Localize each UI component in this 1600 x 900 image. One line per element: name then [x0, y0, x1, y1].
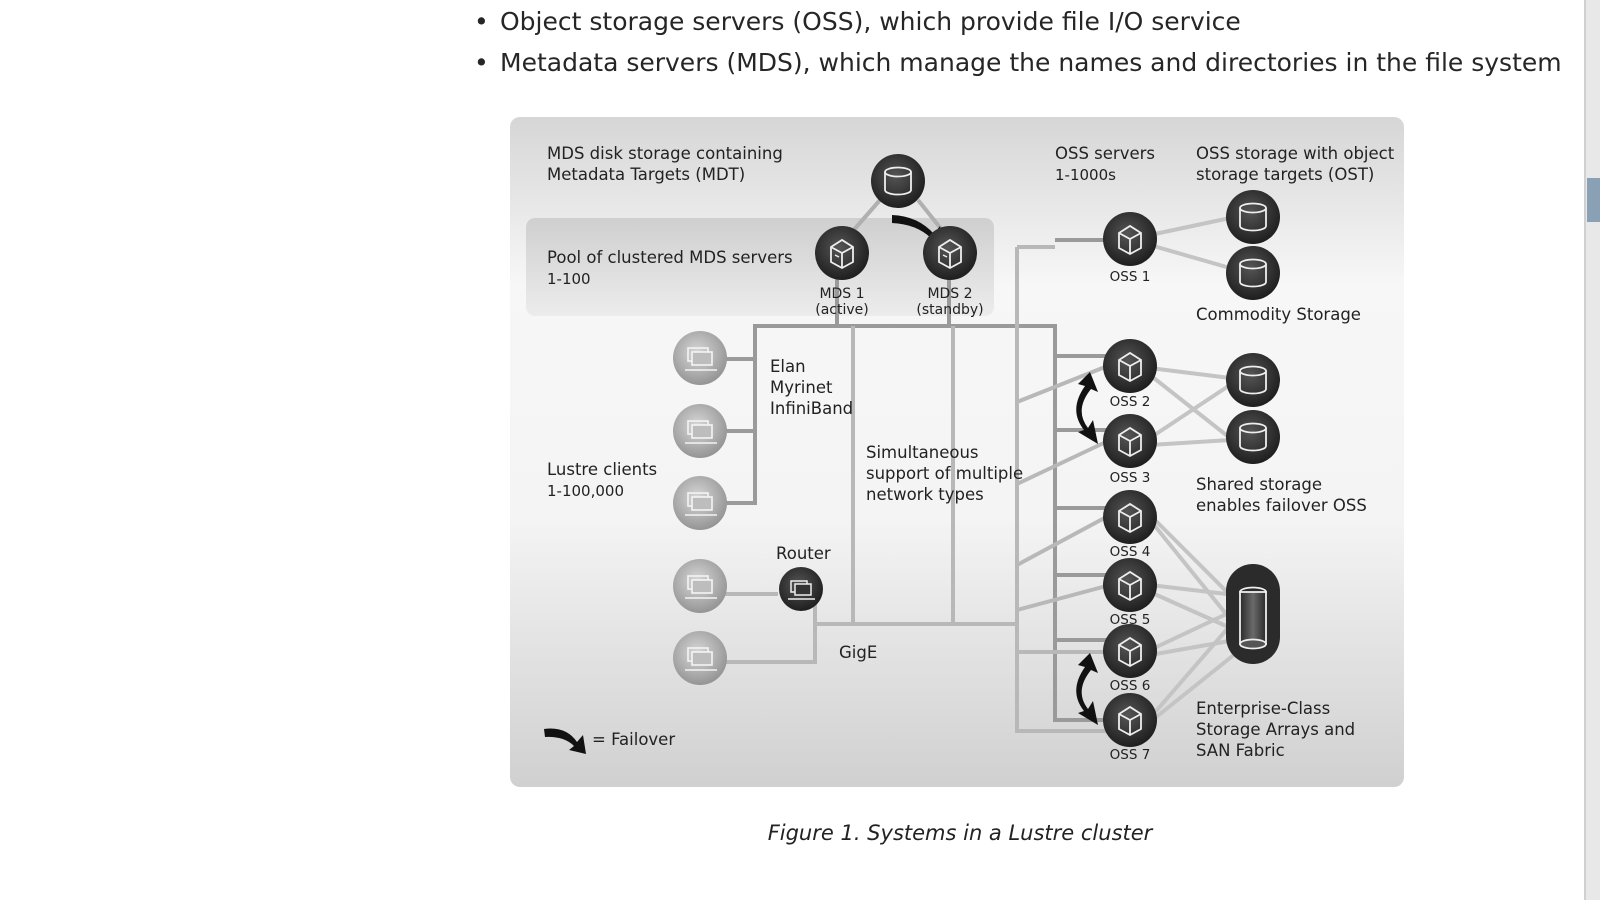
router-label: Router	[776, 544, 831, 563]
enterprise-label-2: Storage Arrays and	[1196, 720, 1355, 739]
shared-label-1: Shared storage	[1196, 475, 1322, 494]
enterprise-label-3: SAN Fabric	[1196, 741, 1285, 760]
oss2-oss3-failover-arrow	[1076, 372, 1098, 444]
oss6-label: OSS 6	[1110, 678, 1151, 694]
mds2-label-1: MDS 2	[927, 286, 972, 302]
mds-storage-label-2: Metadata Targets (MDT)	[547, 165, 745, 184]
mds-pool-box	[526, 218, 994, 316]
commodity-disk-2-icon	[1226, 246, 1280, 300]
oss4-server-icon	[1103, 490, 1157, 544]
network-label-2: Myrinet	[770, 378, 833, 397]
oss6-oss7-failover-arrow	[1076, 653, 1098, 725]
bullet-item-oss: Object storage servers (OSS), which prov…	[470, 8, 1562, 49]
pool-label-2: 1-100	[547, 270, 591, 288]
diagram-labels: MDS disk storage containing Metadata Tar…	[547, 144, 1395, 763]
figure-caption: Figure 1. Systems in a Lustre cluster	[767, 821, 1153, 845]
mds2-label-2: (standby)	[916, 302, 983, 318]
network-label-1: Elan	[770, 357, 806, 376]
gige-links	[725, 245, 1111, 733]
clients-label-2: 1-100,000	[547, 482, 624, 500]
enterprise-array-icon	[1226, 564, 1280, 664]
mds-storage-label-1: MDS disk storage containing	[547, 144, 783, 163]
client-1-icon	[673, 331, 727, 385]
oss6-server-icon	[1103, 624, 1157, 678]
oss3-label: OSS 3	[1110, 470, 1151, 486]
scrollbar-edge	[1584, 0, 1586, 900]
oss4-label: OSS 4	[1110, 544, 1151, 560]
oss-server-icons	[1103, 212, 1157, 747]
mds2-server-icon	[923, 226, 977, 280]
enterprise-label-1: Enterprise-Class	[1196, 699, 1330, 718]
mdt-disk-icon	[871, 154, 925, 208]
bullet-item-mds: Metadata servers (MDS), which manage the…	[470, 49, 1562, 90]
oss1-server-icon	[1103, 212, 1157, 266]
failover-legend-arrow	[544, 728, 586, 754]
shared-disk-1-icon	[1226, 353, 1280, 407]
oss5-server-icon	[1103, 558, 1157, 612]
oss2-server-icon	[1103, 339, 1157, 393]
gige-label: GigE	[839, 643, 877, 662]
ost-disk-icons	[1226, 190, 1280, 464]
client-3-icon	[673, 476, 727, 530]
mds1-server-icon	[815, 226, 869, 280]
scrollbar-thumb[interactable]	[1587, 178, 1600, 222]
pool-label-1: Pool of clustered MDS servers	[547, 248, 793, 267]
storage-links	[1148, 216, 1242, 724]
oss-storage-label-2: storage targets (OST)	[1196, 165, 1374, 184]
oss-servers-label-2: 1-1000s	[1055, 166, 1116, 184]
simultaneous-label-3: network types	[866, 485, 984, 504]
router-icon	[779, 567, 823, 611]
oss1-label: OSS 1	[1110, 269, 1151, 285]
shared-label-2: enables failover OSS	[1196, 496, 1367, 515]
commodity-disk-1-icon	[1226, 190, 1280, 244]
client-icons	[673, 331, 727, 685]
simultaneous-label-2: support of multiple	[866, 464, 1023, 483]
network-label-3: InfiniBand	[770, 399, 853, 418]
clients-label-1: Lustre clients	[547, 460, 657, 479]
oss2-label: OSS 2	[1110, 394, 1151, 410]
mds1-label-2: (active)	[815, 302, 868, 318]
scrollbar-track[interactable]	[1586, 0, 1600, 900]
mds1-label-1: MDS 1	[819, 286, 864, 302]
oss7-label: OSS 7	[1110, 747, 1151, 763]
oss-servers-label-1: OSS servers	[1055, 144, 1155, 163]
client-5-icon	[673, 631, 727, 685]
oss5-label: OSS 5	[1110, 612, 1151, 628]
simultaneous-label-1: Simultaneous	[866, 443, 979, 462]
oss3-server-icon	[1103, 414, 1157, 468]
client-4-icon	[673, 559, 727, 613]
oss7-server-icon	[1103, 693, 1157, 747]
commodity-label: Commodity Storage	[1196, 305, 1361, 324]
client-2-icon	[673, 404, 727, 458]
oss-storage-label-1: OSS storage with object	[1196, 144, 1395, 163]
bullet-list: Object storage servers (OSS), which prov…	[470, 0, 1562, 90]
failover-legend-label: = Failover	[592, 730, 675, 749]
shared-disk-2-icon	[1226, 410, 1280, 464]
